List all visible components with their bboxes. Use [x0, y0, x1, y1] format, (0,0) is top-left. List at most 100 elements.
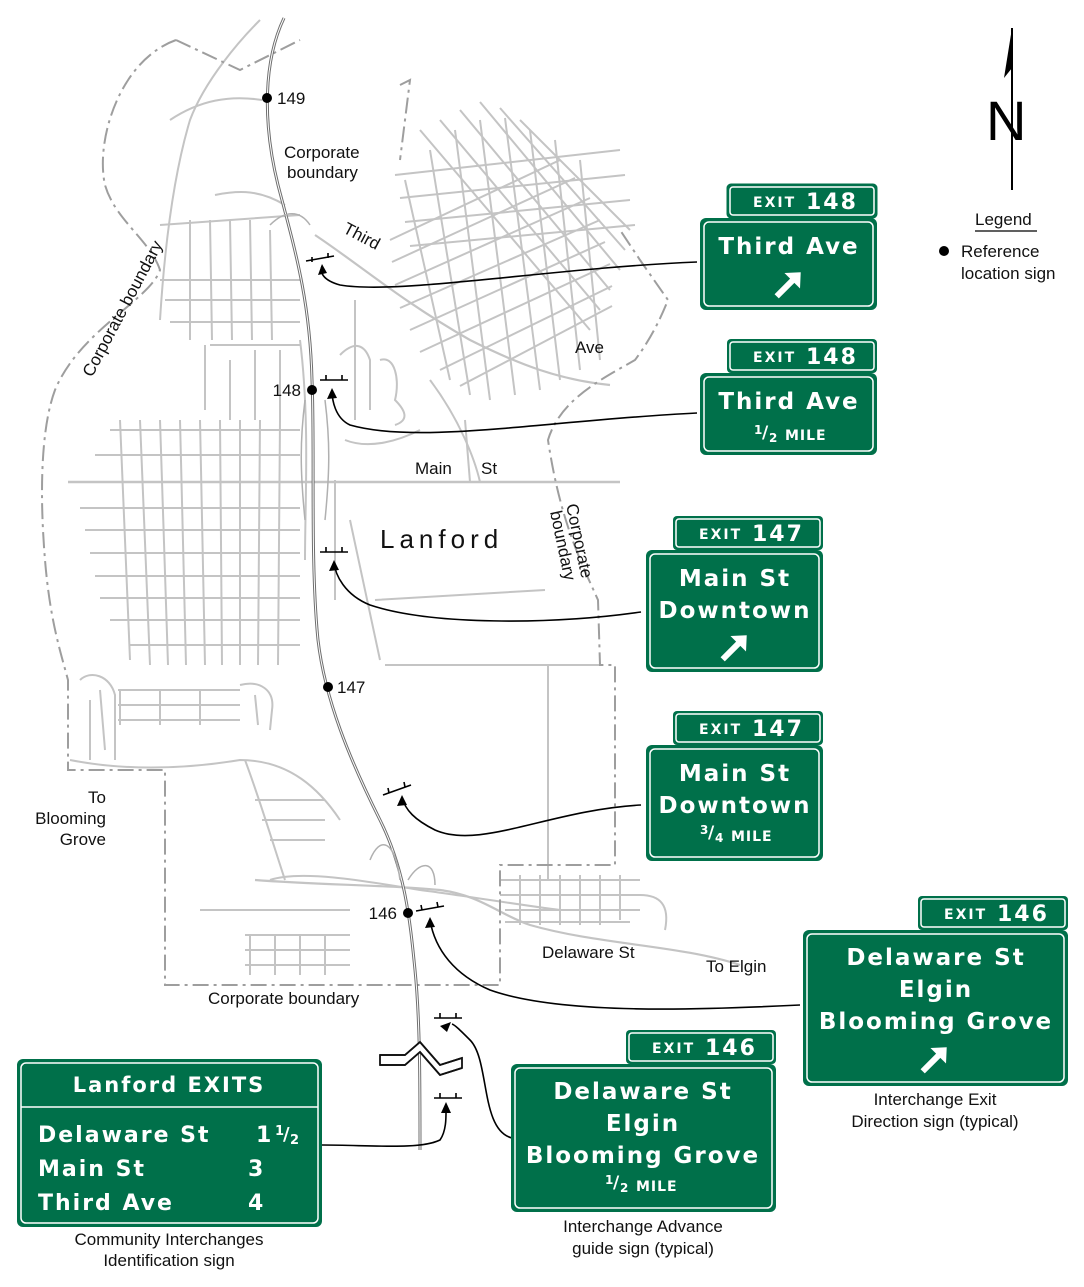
s4-dist-den: 4: [715, 831, 723, 845]
s5-line-3: Blooming Grove: [819, 1009, 1053, 1035]
s6-dist-num: 1: [605, 1173, 613, 1187]
s1-arrow-icon: [774, 272, 801, 299]
reference-location-149: 149: [277, 89, 305, 108]
street-network: [68, 19, 741, 975]
label-delaware-st: Delaware St: [542, 943, 635, 962]
s5-line-2: Elgin: [899, 977, 973, 1003]
legend-marker: [939, 246, 949, 256]
s5-line-1: Delaware St: [846, 945, 1025, 971]
reference-location-146: 146: [369, 904, 397, 923]
s6-dist-unit: MILE: [636, 1179, 678, 1195]
s7-row-1-den: 2: [290, 1133, 299, 1148]
leader-s6: [451, 1023, 513, 1139]
s5-exit-number: 146: [997, 902, 1049, 927]
south-block: [200, 909, 350, 975]
s2-dist-num: 1: [754, 423, 762, 437]
label-to-blooming-grove-1: To: [88, 788, 106, 807]
label-st: St: [481, 459, 497, 478]
s2-fraction-slash: /: [762, 423, 769, 443]
sign-symbols: [305, 253, 462, 1099]
s7-fraction-slash: /: [283, 1124, 290, 1145]
reference-locations: 149 148 147 146: [262, 89, 413, 923]
freeway-mainline-inner: [266, 17, 421, 1151]
s4-dist-unit: MILE: [731, 829, 773, 845]
caption-exit-direction-2: Direction sign (typical): [851, 1112, 1018, 1131]
s5-arrow-icon: [920, 1047, 947, 1074]
west-street-grid: [80, 214, 301, 666]
s7-row-1-name: Delaware St: [38, 1123, 211, 1148]
s2-exit-word: EXIT: [753, 350, 796, 366]
s7-row-3-name: Third Ave: [38, 1191, 174, 1216]
sign-community-interchanges: Lanford EXITS Delaware St 1 1 / 2 Main S…: [17, 1059, 322, 1227]
s6-line-3: Blooming Grove: [526, 1143, 760, 1169]
label-ave: Ave: [575, 338, 604, 357]
s4-fraction-slash: /: [708, 823, 715, 843]
north-label: N: [986, 89, 1026, 152]
s3-exit-word: EXIT: [699, 527, 742, 543]
caption-community-2: Identification sign: [103, 1251, 234, 1270]
s6-fraction-slash: /: [613, 1173, 620, 1193]
label-to-blooming-grove-3: Grove: [60, 830, 106, 849]
s2-dist-unit: MILE: [785, 428, 827, 444]
reference-location-147: 147: [337, 678, 365, 697]
s6-dist-den: 2: [620, 1181, 628, 1195]
ramp-third-n: [269, 213, 311, 226]
caption-advance-guide-1: Interchange Advance: [563, 1217, 723, 1236]
s7-title: Lanford EXITS: [73, 1073, 266, 1097]
s2-line-1: Third Ave: [718, 389, 859, 415]
reference-location-marker: [403, 908, 413, 918]
s4-exit-number: 147: [752, 717, 804, 742]
sign-exit-146-delaware-st-advance: EXIT 146 Delaware St Elgin Blooming Grov…: [511, 1030, 776, 1212]
sign-exit-146-delaware-st: EXIT 146 Delaware St Elgin Blooming Grov…: [803, 896, 1068, 1086]
label-corporate-boundary-ne-1: Corporate: [284, 143, 360, 162]
freeway-break: [379, 1040, 463, 1077]
label-main: Main: [415, 459, 452, 478]
sign-exit-147-main-st: EXIT 147 Main St Downtown: [646, 516, 823, 672]
s4-dist-num: 3: [700, 823, 708, 837]
leader-arrowheads: [318, 264, 451, 1113]
s2-exit-number: 148: [806, 345, 858, 370]
s5-exit-word: EXIT: [944, 907, 987, 923]
s7-row-3-whole: 4: [248, 1191, 265, 1216]
leader-lines: [320, 261, 801, 1148]
s6-line-1: Delaware St: [553, 1079, 732, 1105]
ne-street-grid: [389, 101, 636, 401]
s1-exit-word: EXIT: [753, 195, 796, 211]
s4-exit-word: EXIT: [699, 722, 742, 738]
leader-s3: [333, 561, 642, 622]
reference-location-marker: [262, 93, 272, 103]
legend-item-1: Reference: [961, 242, 1039, 261]
s6-line-2: Elgin: [606, 1111, 680, 1137]
north-arrow: N: [986, 28, 1026, 190]
s2-dist-den: 2: [769, 431, 777, 445]
caption-community-1: Community Interchanges: [75, 1230, 264, 1249]
s3-line-1: Main St: [679, 566, 791, 592]
south-neighborhood: [69, 674, 561, 911]
s1-exit-number: 148: [806, 190, 858, 215]
legend-title: Legend: [975, 210, 1032, 229]
leader-s7: [321, 1103, 447, 1148]
label-third: Third: [340, 219, 383, 254]
corporate-boundary: [41, 39, 670, 986]
freeway: [265, 17, 436, 1151]
legend: Legend Reference location sign: [939, 210, 1056, 283]
s6-exit-word: EXIT: [652, 1041, 695, 1057]
leader-s4: [401, 796, 642, 837]
s7-row-1-whole: 1: [256, 1123, 273, 1148]
leader-s5: [429, 919, 801, 1010]
sign-exit-148-third-ave-advance: EXIT 148 Third Ave 1 / 2 MILE: [700, 339, 877, 455]
east-block-grid: [500, 875, 668, 931]
label-corporate-boundary-ne-2: boundary: [287, 163, 358, 182]
sign-exit-148-third-ave: EXIT 148 Third Ave: [700, 183, 878, 310]
legend-item-2: location sign: [961, 264, 1056, 283]
leader-s1: [320, 261, 698, 288]
ramp-delaware: [369, 843, 436, 886]
s4-line-2: Downtown: [659, 793, 812, 819]
leader-s2: [331, 389, 698, 434]
label-corporate-boundary-west: Corporate boundary: [79, 237, 167, 380]
town-name: Lanford: [380, 524, 503, 554]
s3-arrow-icon: [720, 635, 747, 662]
ramp-main-n: [300, 399, 330, 521]
